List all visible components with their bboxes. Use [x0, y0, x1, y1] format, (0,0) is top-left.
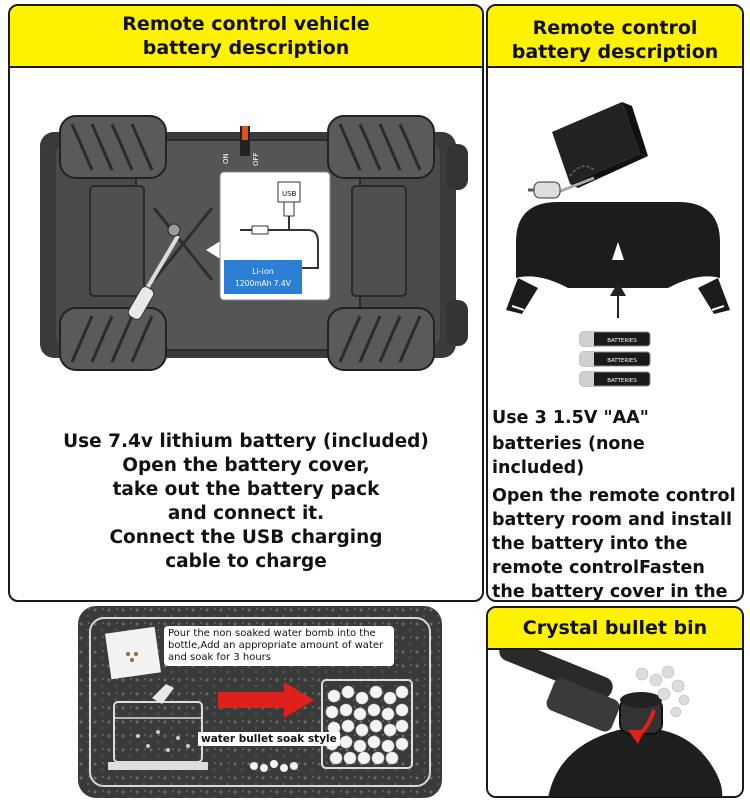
screwdriver-icon — [528, 176, 595, 199]
usb-label: USB — [282, 190, 297, 198]
vehicle-illustration: ON OFF USB Li-ion 1200mAh 7.4V — [40, 115, 468, 371]
vehicle-text-line: Open the battery cover, — [122, 455, 370, 476]
battery-cover-icon — [552, 102, 648, 188]
aa-battery-label: BATTERIES — [607, 338, 637, 344]
wheel-icon — [59, 115, 435, 371]
vehicle-instructions: Use 7.4v lithium battery (included) Open… — [10, 430, 482, 574]
remote-title-line1: Remote control — [532, 17, 698, 39]
remote-text-line1: Use 3 1.5V "AA" — [492, 408, 649, 428]
aa-battery-label: BATTERIES — [607, 358, 637, 364]
bin-panel-header: Crystal bullet bin — [488, 608, 742, 650]
vehicle-title-line1: Remote control vehicle — [122, 13, 370, 35]
aa-battery-label: BATTERIES — [607, 378, 637, 384]
remote-controller-icon — [506, 202, 730, 314]
vehicle-text-line: cable to charge — [165, 551, 327, 572]
water-bullet-note: Pour the non soaked water bomb into the … — [164, 626, 394, 666]
remote-text-line2: batteries (none included) — [492, 434, 645, 478]
vehicle-text-line: Connect the USB charging — [109, 527, 383, 548]
remote-battery-panel: Remote control battery description — [486, 4, 744, 602]
aa-battery-icon: BATTERIES — [579, 331, 651, 347]
bullet-bin-illustration — [488, 650, 742, 796]
vehicle-battery-panel: Remote control vehicle battery descripti… — [8, 4, 484, 602]
switch-off-label: OFF — [252, 152, 260, 166]
screwdriver-icon — [127, 223, 181, 320]
vehicle-text-line: Use 7.4v lithium battery (included) — [63, 431, 429, 452]
water-bullet-panel: Pour the non soaked water bomb into the … — [78, 606, 442, 798]
battery-type-label: Li-ion — [252, 267, 274, 276]
battery-capacity-label: 1200mAh 7.4V — [235, 279, 292, 288]
remote-instructions: Use 3 1.5V "AA" batteries (none included… — [492, 406, 738, 602]
remote-panel-header: Remote control battery description — [488, 6, 742, 68]
vehicle-text-line: take out the battery pack — [112, 479, 380, 500]
vehicle-title-line2: battery description — [142, 37, 350, 59]
water-bullet-style-label: water bullet soak style — [198, 732, 340, 746]
vehicle-text-line: and connect it. — [167, 503, 325, 524]
remote-title-line2: battery description — [511, 41, 719, 63]
vehicle-panel-header: Remote control vehicle battery descripti… — [10, 6, 482, 68]
remote-text-body: Open the remote control battery room and… — [492, 486, 736, 602]
aa-battery-icon: BATTERIES — [579, 371, 651, 387]
remote-illustration: BATTERIES BATTERIES BATTERIES — [506, 102, 730, 387]
aa-battery-icon: BATTERIES — [579, 351, 651, 367]
switch-on-label: ON — [222, 153, 230, 164]
crystal-bullet-bin-panel: Crystal bullet bin — [486, 606, 744, 798]
gun-barrel-icon — [499, 650, 620, 732]
